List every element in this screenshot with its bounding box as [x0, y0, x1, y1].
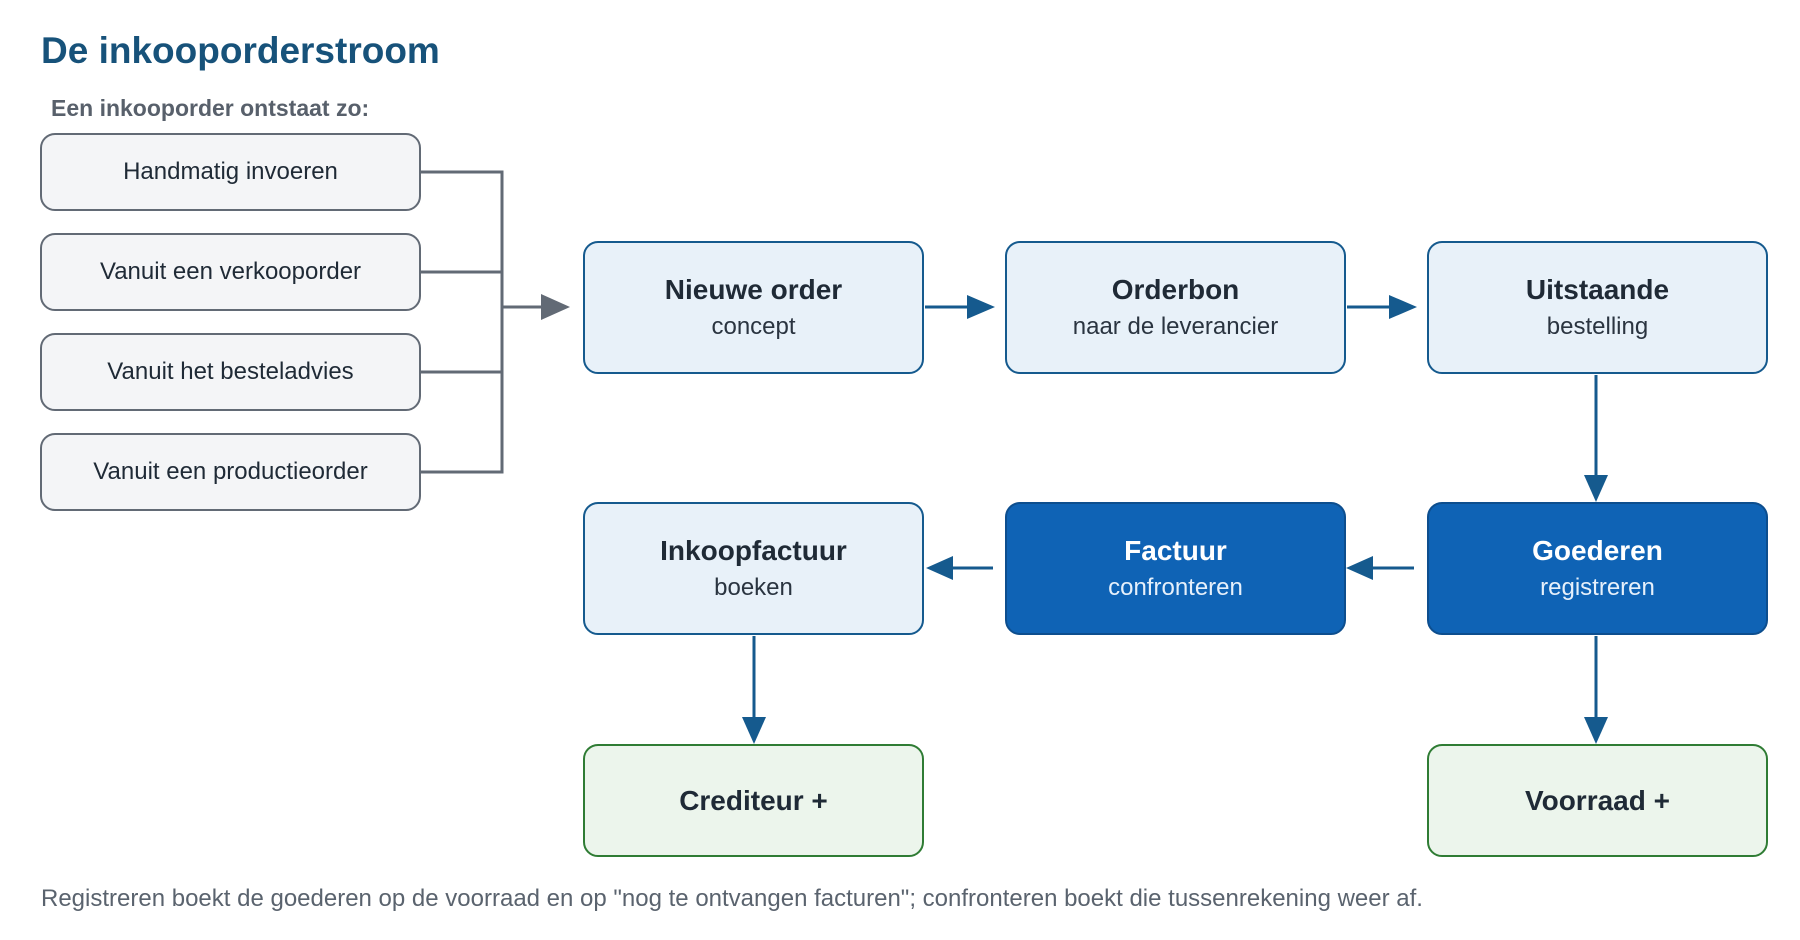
step-inkoopfactuur-title: Inkoopfactuur	[660, 534, 847, 566]
step-uitstaande-sub: bestelling	[1546, 312, 1649, 340]
step-orderbon-title: Orderbon	[1111, 273, 1240, 305]
step-uitstaande-title: Uitstaande	[1525, 273, 1670, 305]
step-nieuwe-order: Nieuwe order concept	[583, 241, 924, 374]
arrowhead-to-orderbon	[967, 295, 995, 319]
result-voorraad-label: Voorraad +	[1525, 784, 1670, 816]
step-nieuwe-order-title: Nieuwe order	[664, 273, 843, 305]
step-goederen-sub: registreren	[1540, 573, 1655, 601]
source-verkooporder: Vanuit een verkooporder	[40, 233, 421, 311]
step-nieuwe-order-sub: concept	[711, 312, 796, 340]
footnote: Registreren boekt de goederen op de voor…	[41, 885, 1423, 912]
step-inkoopfactuur-sub: boeken	[714, 573, 793, 601]
arrowhead-to-crediteur	[742, 717, 766, 744]
result-crediteur-label: Crediteur +	[679, 784, 828, 816]
step-factuur: Factuur confronteren	[1005, 502, 1346, 635]
arrowhead-to-voorraad	[1584, 717, 1608, 744]
step-uitstaande: Uitstaande bestelling	[1427, 241, 1768, 374]
arrowhead-to-goederen	[1584, 475, 1608, 502]
source-besteladvies: Vanuit het besteladvies	[40, 333, 421, 411]
step-goederen: Goederen registreren	[1427, 502, 1768, 635]
arrowhead-to-inkoopfactuur	[926, 556, 953, 580]
step-orderbon: Orderbon naar de leverancier	[1005, 241, 1346, 374]
step-factuur-sub: confronteren	[1108, 573, 1243, 601]
step-inkoopfactuur: Inkoopfactuur boeken	[583, 502, 924, 635]
step-orderbon-sub: naar de leverancier	[1072, 312, 1279, 340]
result-voorraad: Voorraad +	[1427, 744, 1768, 857]
merge-arrowhead	[541, 294, 570, 320]
sources-heading: Een inkooporder ontstaat zo:	[51, 95, 370, 121]
source-handmatig: Handmatig invoeren	[40, 133, 421, 211]
arrowhead-to-factuur	[1346, 556, 1373, 580]
page-title: De inkooporderstroom	[41, 30, 440, 71]
source-merge-lines	[421, 170, 545, 474]
step-factuur-title: Factuur	[1124, 534, 1227, 566]
arrowhead-to-uitstaande	[1389, 295, 1417, 319]
result-crediteur: Crediteur +	[583, 744, 924, 857]
source-productieorder: Vanuit een productieorder	[40, 433, 421, 511]
step-goederen-title: Goederen	[1532, 534, 1663, 566]
